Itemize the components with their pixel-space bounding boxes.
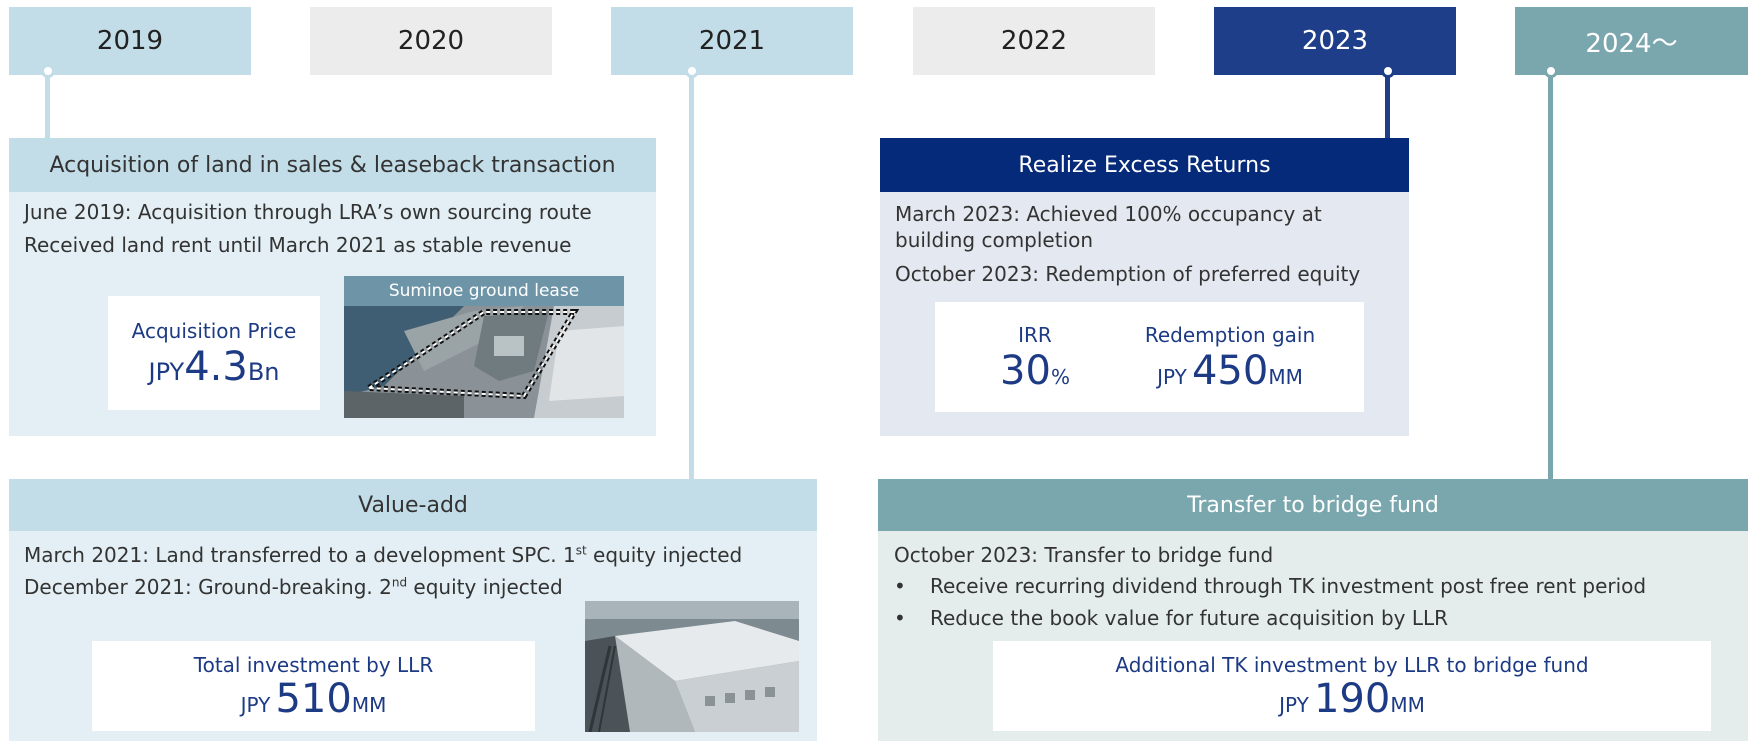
returns-line-2: October 2023: Redemption of preferred eq… bbox=[895, 262, 1361, 286]
panel-land-acquisition: Acquisition of land in sales & leaseback… bbox=[9, 138, 656, 436]
land-line-2: Received land rent until March 2021 as s… bbox=[24, 233, 572, 257]
kpi-label: Additional TK investment by LLR to bridg… bbox=[1115, 653, 1589, 677]
connector-2024 bbox=[1548, 70, 1553, 480]
connector-knob bbox=[41, 64, 55, 78]
bullet-text: Reduce the book value for future acquisi… bbox=[930, 606, 1449, 630]
bridge-line-1: October 2023: Transfer to bridge fund bbox=[894, 543, 1274, 567]
panel-title: Transfer to bridge fund bbox=[878, 479, 1748, 531]
gain-value: 450 bbox=[1191, 348, 1269, 394]
year-label: 2022 bbox=[1000, 26, 1068, 56]
warehouse-illustration bbox=[585, 601, 799, 732]
kpi-unit: MM bbox=[351, 693, 387, 717]
connector-2021 bbox=[689, 70, 694, 480]
year-label: 2020 bbox=[397, 26, 465, 56]
irr-label: IRR bbox=[1018, 323, 1052, 347]
land-line-1: June 2019: Acquisition through LRA’s own… bbox=[24, 200, 592, 224]
panel-excess-returns: Realize Excess Returns March 2023: Achie… bbox=[880, 138, 1409, 436]
year-2023: 2023 bbox=[1214, 7, 1456, 75]
bullet-dot: • bbox=[894, 574, 906, 598]
gain-value-row: JPY 450MM bbox=[1157, 351, 1303, 391]
connector-2023 bbox=[1385, 70, 1390, 140]
ordinal-sup: nd bbox=[391, 575, 408, 590]
year-2024: 2024〜 bbox=[1515, 7, 1748, 75]
kpi-value-row: JPY 190MM bbox=[1279, 679, 1425, 719]
bridge-bullet-1: • Receive recurring dividend through TK i… bbox=[894, 574, 1646, 598]
value-line-2-text: December 2021: Ground-breaking. 2 bbox=[24, 575, 392, 599]
irr-value: 30 bbox=[1000, 348, 1051, 394]
bullet-text: Receive recurring dividend through TK in… bbox=[930, 574, 1647, 598]
irr-kpi: IRR 30% bbox=[955, 316, 1115, 398]
year-2020: 2020 bbox=[310, 7, 552, 75]
kpi-value: 4.3 bbox=[184, 344, 248, 390]
panel-value-add: Value-add March 2021: Land transferred t… bbox=[9, 479, 817, 741]
suminoe-aerial-photo: Suminoe ground lease bbox=[344, 276, 624, 418]
bullet-dot: • bbox=[894, 606, 906, 630]
year-label: 2021 bbox=[698, 26, 766, 56]
irr-unit: % bbox=[1050, 365, 1070, 389]
year-label: 2024〜 bbox=[1585, 28, 1678, 59]
kpi-prefix: JPY bbox=[240, 693, 271, 717]
gain-label: Redemption gain bbox=[1144, 323, 1316, 347]
connector-knob bbox=[1544, 64, 1558, 78]
returns-line-1a: March 2023: Achieved 100% occupancy at bbox=[895, 202, 1322, 226]
kpi-prefix: JPY bbox=[148, 358, 185, 386]
year-label: 2023 bbox=[1301, 26, 1369, 56]
kpi-unit: MM bbox=[1390, 693, 1425, 717]
gain-unit: MM bbox=[1268, 365, 1303, 389]
returns-line-1b: building completion bbox=[895, 228, 1094, 252]
connector-2019 bbox=[45, 70, 50, 140]
redemption-gain-kpi: Redemption gain JPY 450MM bbox=[1130, 316, 1330, 398]
value-line-2: December 2021: Ground-breaking. 2nd equi… bbox=[24, 575, 563, 599]
year-2021: 2021 bbox=[611, 7, 853, 75]
photo-caption: Suminoe ground lease bbox=[344, 276, 624, 306]
kpi-prefix: JPY bbox=[1279, 693, 1309, 717]
kpi-value-row: JPY 510MM bbox=[241, 679, 387, 719]
kpi-label: Total investment by LLR bbox=[193, 653, 434, 677]
connector-knob bbox=[1381, 64, 1395, 78]
year-label: 2019 bbox=[96, 26, 164, 56]
panel-title: Realize Excess Returns bbox=[880, 138, 1409, 192]
year-2019: 2019 bbox=[9, 7, 251, 75]
connector-knob bbox=[685, 64, 699, 78]
year-2022: 2022 bbox=[913, 7, 1155, 75]
value-line-1: March 2021: Land transferred to a develo… bbox=[24, 543, 742, 567]
kpi-value: 190 bbox=[1313, 676, 1391, 722]
total-investment-box: Total investment by LLR JPY 510MM bbox=[92, 641, 535, 731]
ordinal-sup: st bbox=[575, 543, 587, 558]
value-line-1-tail: equity injected bbox=[586, 543, 743, 567]
returns-kpi-box: IRR 30% Redemption gain JPY 450MM bbox=[935, 302, 1364, 412]
panel-bridge-fund: Transfer to bridge fund October 2023: Tr… bbox=[878, 479, 1748, 741]
kpi-label: Acquisition Price bbox=[131, 319, 297, 343]
irr-value-row: 30% bbox=[1000, 351, 1070, 391]
panel-title: Value-add bbox=[9, 479, 817, 531]
kpi-value-row: JPY4.3Bn bbox=[149, 347, 280, 387]
panel-title: Acquisition of land in sales & leaseback… bbox=[9, 138, 656, 192]
value-line-2-tail: equity injected bbox=[407, 575, 563, 599]
additional-tk-box: Additional TK investment by LLR to bridg… bbox=[993, 641, 1711, 731]
bridge-bullet-2: • Reduce the book value for future acquis… bbox=[894, 606, 1448, 630]
acquisition-price-box: Acquisition Price JPY4.3Bn bbox=[108, 296, 320, 410]
value-line-1-text: March 2021: Land transferred to a develo… bbox=[24, 543, 576, 567]
kpi-unit: Bn bbox=[247, 358, 280, 386]
warehouse-photo bbox=[585, 601, 799, 732]
kpi-value: 510 bbox=[275, 676, 352, 722]
gain-prefix: JPY bbox=[1157, 365, 1187, 389]
